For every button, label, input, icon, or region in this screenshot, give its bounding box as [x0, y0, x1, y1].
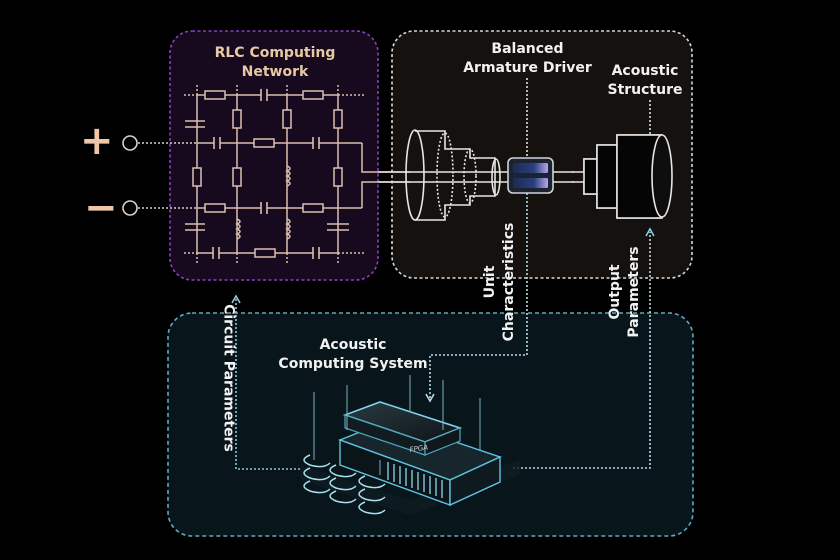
flow-unit-characteristics [425, 193, 528, 403]
ba-title-line-2: Armature Driver [463, 60, 592, 76]
as-title-line-1: Acoustic [611, 63, 679, 79]
circuit-parameters-label: Circuit Parameters [220, 304, 237, 452]
rlc-capacitors [185, 89, 349, 259]
unit-label-line-2: Characteristics [501, 222, 517, 342]
ba-title-line-1: Balanced [491, 41, 564, 57]
output-label-line-2: Parameters [626, 246, 642, 338]
rlc-network-title: RLC Computing Network [180, 44, 370, 82]
sys-title-line-1: Acoustic [319, 337, 387, 353]
sys-title-line-2: Computing System [278, 356, 428, 372]
acoustic-structure-title: Acoustic Structure [600, 62, 690, 100]
rlc-title-line-1: RLC Computing [214, 45, 336, 61]
flow-output-parameters [513, 227, 655, 469]
fpga-chip-illustration: FPGA [300, 375, 520, 515]
fpga-label: FPGA [409, 443, 429, 454]
positive-terminal-symbol: + [80, 118, 114, 164]
output-parameters-label: Output Parameters [606, 246, 644, 337]
positive-terminal [122, 135, 138, 151]
driver-assembly [378, 129, 673, 221]
acoustic-system-title: Acoustic Computing System [268, 336, 438, 374]
balanced-armature-driver [507, 157, 554, 194]
negative-terminal [122, 200, 138, 216]
rlc-components [192, 90, 343, 258]
flow-circuit-parameters [231, 294, 300, 470]
rlc-inductors [235, 165, 291, 240]
unit-label-line-1: Unit [482, 265, 498, 299]
output-label-line-1: Output [607, 264, 623, 320]
negative-terminal-symbol: − [84, 185, 118, 231]
rlc-title-line-2: Network [241, 64, 309, 80]
as-title-line-2: Structure [607, 82, 683, 98]
unit-characteristics-label: Unit Characteristics [481, 223, 519, 342]
balanced-armature-title: Balanced Armature Driver [440, 40, 615, 78]
